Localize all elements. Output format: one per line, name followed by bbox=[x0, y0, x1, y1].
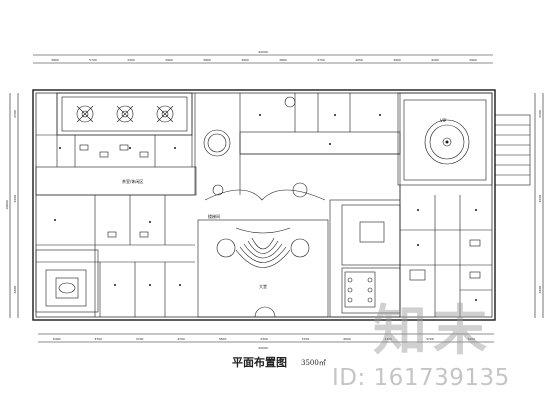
room-label-lobby: 大堂 bbox=[259, 284, 267, 289]
dimension-text-left: 4500 bbox=[13, 110, 17, 118]
dimension-text-bottom: 3700 bbox=[94, 337, 102, 341]
dimension-text-top: 3800 bbox=[203, 58, 211, 62]
room-label-vip: VIP bbox=[440, 118, 447, 123]
dimension-text-left: 6400 bbox=[13, 286, 17, 294]
dimension-text-bottom: 3700 bbox=[426, 337, 434, 341]
meeting-room bbox=[341, 204, 401, 266]
dimension-text-top: 3900 bbox=[241, 58, 249, 62]
dimension-text-top: 3300 bbox=[127, 58, 135, 62]
outer-wall bbox=[32, 89, 496, 321]
lounge-room bbox=[35, 249, 99, 313]
dimension-text-top: 3900 bbox=[165, 58, 173, 62]
watermark-id: ID: 161739135 bbox=[332, 365, 510, 391]
dimension-text-bottom: 6400 bbox=[53, 337, 61, 341]
dimension-text-right: 6400 bbox=[538, 286, 542, 294]
vip-room bbox=[397, 92, 493, 186]
entrance-door bbox=[254, 306, 266, 318]
stair-landing bbox=[204, 189, 326, 201]
dimension-text-top: 3900 bbox=[393, 58, 401, 62]
ceiling-ornament bbox=[116, 105, 134, 123]
corridor-left bbox=[35, 166, 197, 196]
drawing-title: 平面布置图 bbox=[232, 356, 287, 369]
room-label-stair: 楼梯间 bbox=[208, 214, 220, 219]
dimension-text-left-total: 19800 bbox=[5, 200, 9, 210]
dimension-text-top: 4200 bbox=[431, 58, 439, 62]
dimension-text-bottom: 3900 bbox=[467, 337, 475, 341]
lobby bbox=[197, 219, 329, 318]
dimension-text-bottom: 3700 bbox=[302, 337, 310, 341]
ceiling-ornament bbox=[156, 105, 174, 123]
dimension-text-top: 3800 bbox=[51, 58, 59, 62]
round-ceiling bbox=[203, 129, 231, 157]
dining-table bbox=[344, 271, 376, 308]
dimension-text-bottom: 3300 bbox=[260, 337, 268, 341]
dimension-text-bottom: 4700 bbox=[177, 337, 185, 341]
grand-staircase bbox=[216, 227, 310, 268]
vip-round-ceiling bbox=[424, 119, 470, 165]
dimension-text-right: 8100 bbox=[538, 195, 542, 203]
dimension-text-top: 3900 bbox=[469, 58, 477, 62]
corridor-top bbox=[239, 131, 401, 155]
dimension-text-bottom: 3500 bbox=[219, 337, 227, 341]
dimension-text-top: 3700 bbox=[317, 58, 325, 62]
dimension-text-top: 3800 bbox=[279, 58, 287, 62]
ceiling-ornament bbox=[76, 105, 94, 123]
dimension-text-bottom-total: 42000 bbox=[258, 346, 268, 350]
room-label-lounge: 茶室/休闲区 bbox=[122, 179, 144, 184]
dimension-text-top-total: 42000 bbox=[258, 50, 268, 54]
dimension-text-bottom: 4000 bbox=[343, 337, 351, 341]
ceiling-panel-inner bbox=[61, 96, 188, 132]
dimension-text-right: 4500 bbox=[538, 110, 542, 118]
dimension-text-bottom: 3700 bbox=[136, 337, 144, 341]
drawing-scale: 3500㎡ bbox=[301, 359, 326, 367]
dimension-text-bottom: 4400 bbox=[385, 337, 393, 341]
dimension-text-top: 5700 bbox=[89, 58, 97, 62]
dimension-text-left: 8100 bbox=[13, 195, 17, 203]
dimension-text-top: 4050 bbox=[355, 58, 363, 62]
meeting-table bbox=[359, 221, 385, 243]
watermark-logo: 知末 bbox=[373, 299, 493, 362]
lounge-seating bbox=[45, 269, 87, 307]
stair-annex bbox=[494, 114, 531, 186]
vip-ceiling bbox=[403, 99, 487, 181]
